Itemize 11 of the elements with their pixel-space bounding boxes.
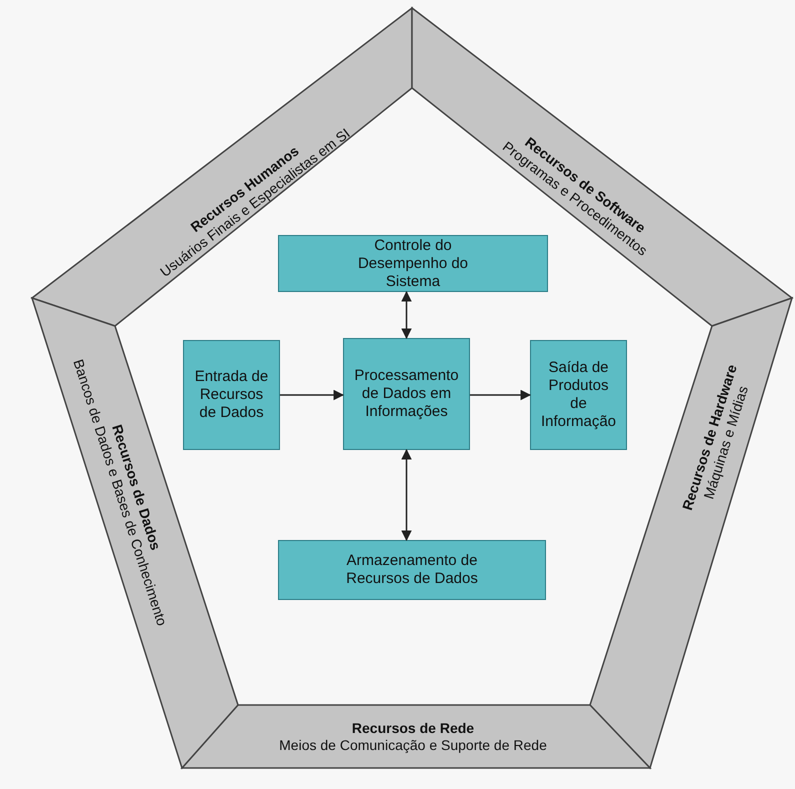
process-box: Entrada de Recursos de Dados: [183, 340, 280, 450]
arrow: [401, 448, 412, 542]
band-heading: Recursos de Rede: [350, 720, 476, 737]
band-subtitle: Meios de Comunicação e Suporte de Rede: [279, 737, 547, 754]
process-box: Armazenamento de Recursos de Dados: [278, 540, 546, 600]
arrow: [470, 390, 532, 400]
arrow: [280, 390, 344, 400]
process-box: Controle do Desempenho do Sistema: [278, 235, 548, 292]
process-box: Saída de Produtos de Informação: [530, 340, 627, 450]
arrow: [401, 290, 412, 340]
process-box: Processamento de Dados em Informações: [343, 338, 470, 450]
